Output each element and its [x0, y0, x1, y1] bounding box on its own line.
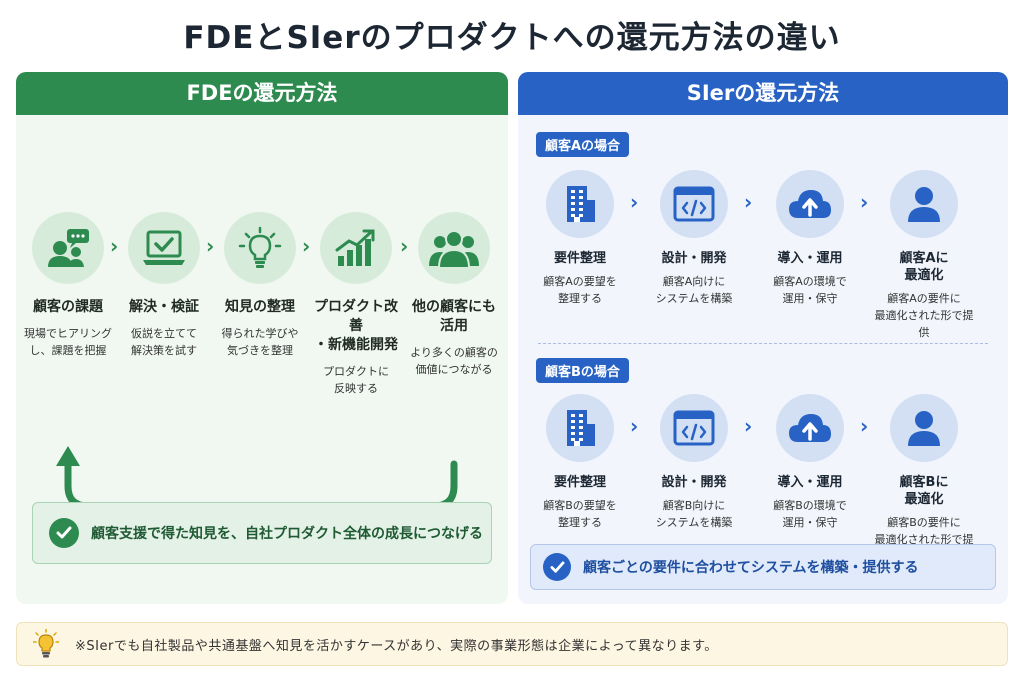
case-label-a: 顧客Aの場合: [536, 132, 630, 157]
fde-step-label: 顧客の課題: [33, 299, 103, 315]
sier-step-label: 要件整理: [553, 251, 606, 266]
fde-step-label: 解決・検証: [129, 299, 199, 315]
lightbulb-icon: [224, 212, 296, 284]
fde-step-label: 他の顧客にも 活用: [412, 299, 496, 334]
code-window-icon: [660, 394, 728, 462]
fde-step-desc: より多くの顧客の 価値につながる: [410, 346, 498, 376]
lightbulb-icon: [33, 629, 59, 658]
sier-step: 設計・開発顧客B向けに システムを構築: [640, 394, 748, 531]
sier-step-label: 要件整理: [553, 475, 606, 490]
fde-summary-callout: 顧客支援で得た知見を、自社プロダクト全体の成長につなげる: [32, 502, 492, 564]
sier-step: 導入・運用顧客Aの環境で 運用・保守: [756, 170, 864, 307]
sier-step-desc: 顧客Aの環境で 運用・保守: [773, 275, 847, 305]
sier-step: 要件整理顧客Bの要望を 整理する: [526, 394, 634, 531]
sier-summary-text: 顧客ごとの要件に合わせてシステムを構築・提供する: [583, 560, 919, 576]
building-icon: [546, 394, 614, 462]
sier-step-label: 顧客Aに 最適化: [899, 251, 949, 283]
check-circle-icon: [543, 553, 571, 581]
sier-step: 要件整理顧客Aの要望を 整理する: [526, 170, 634, 307]
customer-chat-icon: [32, 212, 104, 284]
cloud-upload-icon: [776, 394, 844, 462]
cloud-upload-icon: [776, 170, 844, 238]
sier-step: 設計・開発顧客A向けに システムを構築: [640, 170, 748, 307]
fde-step-desc: 得られた学びや 気づきを整理: [221, 327, 299, 357]
sier-step-label: 設計・開発: [661, 475, 727, 490]
fde-step-solve: 解決・検証 仮説を立てて 解決策を試す: [116, 212, 212, 359]
fde-step-label: 知見の整理: [225, 299, 295, 315]
chevron-right-icon: ›: [860, 414, 869, 438]
sier-summary-callout: 顧客ごとの要件に合わせてシステムを構築・提供する: [530, 544, 996, 590]
user-group-icon: [418, 212, 490, 284]
sier-step-label: 導入・運用: [777, 475, 843, 490]
sier-step-label: 設計・開発: [661, 251, 727, 266]
sier-step-desc: 顧客Aの要望を 整理する: [543, 275, 617, 305]
chevron-right-icon: ›: [302, 234, 311, 258]
sier-step-desc: 顧客Bの要望を 整理する: [543, 499, 617, 529]
laptop-check-icon: [128, 212, 200, 284]
fde-step-customer-issue: 顧客の課題 現場でヒアリング し、課題を把握: [20, 212, 116, 359]
sier-step-desc: 顧客Aの要件に 最適化された形で提供: [874, 292, 974, 339]
person-icon: [890, 394, 958, 462]
sier-step-label: 導入・運用: [777, 251, 843, 266]
fde-panel: FDEの還元方法 顧客の課題 現場でヒアリング し、課題を把握 › 解決・: [16, 72, 508, 604]
building-icon: [546, 170, 614, 238]
fde-step-desc: プロダクトに 反映する: [323, 365, 389, 395]
case-label-b: 顧客Bの場合: [536, 358, 629, 383]
chevron-right-icon: ›: [110, 234, 119, 258]
sier-step-desc: 顧客Bの環境で 運用・保守: [773, 499, 847, 529]
fde-step-label: プロダクト改善 ・新機能開発: [314, 299, 398, 353]
case-divider: [538, 343, 988, 344]
sier-step-desc: 顧客B向けに システムを構築: [655, 499, 733, 529]
fde-step-desc: 現場でヒアリング し、課題を把握: [24, 327, 112, 357]
chevron-right-icon: ›: [630, 414, 639, 438]
check-circle-icon: [49, 518, 79, 548]
fde-step-knowledge: 知見の整理 得られた学びや 気づきを整理: [212, 212, 308, 359]
chevron-right-icon: ›: [400, 234, 409, 258]
growth-chart-icon: [320, 212, 392, 284]
fde-step-product-improvement: プロダクト改善 ・新機能開発 プロダクトに 反映する: [308, 212, 404, 397]
sier-step: 導入・運用顧客Bの環境で 運用・保守: [756, 394, 864, 531]
sier-panel: SIerの還元方法 顧客Aの場合 要件整理顧客Aの要望を 整理する›設計・開発顧…: [518, 72, 1008, 604]
chevron-right-icon: ›: [744, 414, 753, 438]
fde-step-other-customers: 他の顧客にも 活用 より多くの顧客の 価値につながる: [406, 212, 502, 378]
sier-step-desc: 顧客A向けに システムを構築: [655, 275, 733, 305]
page-title: FDEとSIerのプロダクトへの還元方法の違い: [183, 20, 841, 56]
footnote-text: ※SIerでも自社製品や共通基盤へ知見を活かすケースがあり、実際の事業形態は企業…: [75, 638, 718, 654]
sier-step: 顧客Aに 最適化顧客Aの要件に 最適化された形で提供: [870, 170, 978, 341]
footnote: ※SIerでも自社製品や共通基盤へ知見を活かすケースがあり、実際の事業形態は企業…: [16, 622, 1008, 666]
chevron-right-icon: ›: [860, 190, 869, 214]
chevron-right-icon: ›: [630, 190, 639, 214]
fde-summary-text: 顧客支援で得た知見を、自社プロダクト全体の成長につなげる: [91, 526, 483, 542]
code-window-icon: [660, 170, 728, 238]
person-icon: [890, 170, 958, 238]
fde-step-desc: 仮説を立てて 解決策を試す: [131, 327, 197, 357]
sier-panel-header: SIerの還元方法: [518, 72, 1008, 115]
chevron-right-icon: ›: [744, 190, 753, 214]
sier-step-label: 顧客Bに 最適化: [899, 475, 949, 507]
chevron-right-icon: ›: [206, 234, 215, 258]
fde-panel-header: FDEの還元方法: [16, 72, 508, 115]
